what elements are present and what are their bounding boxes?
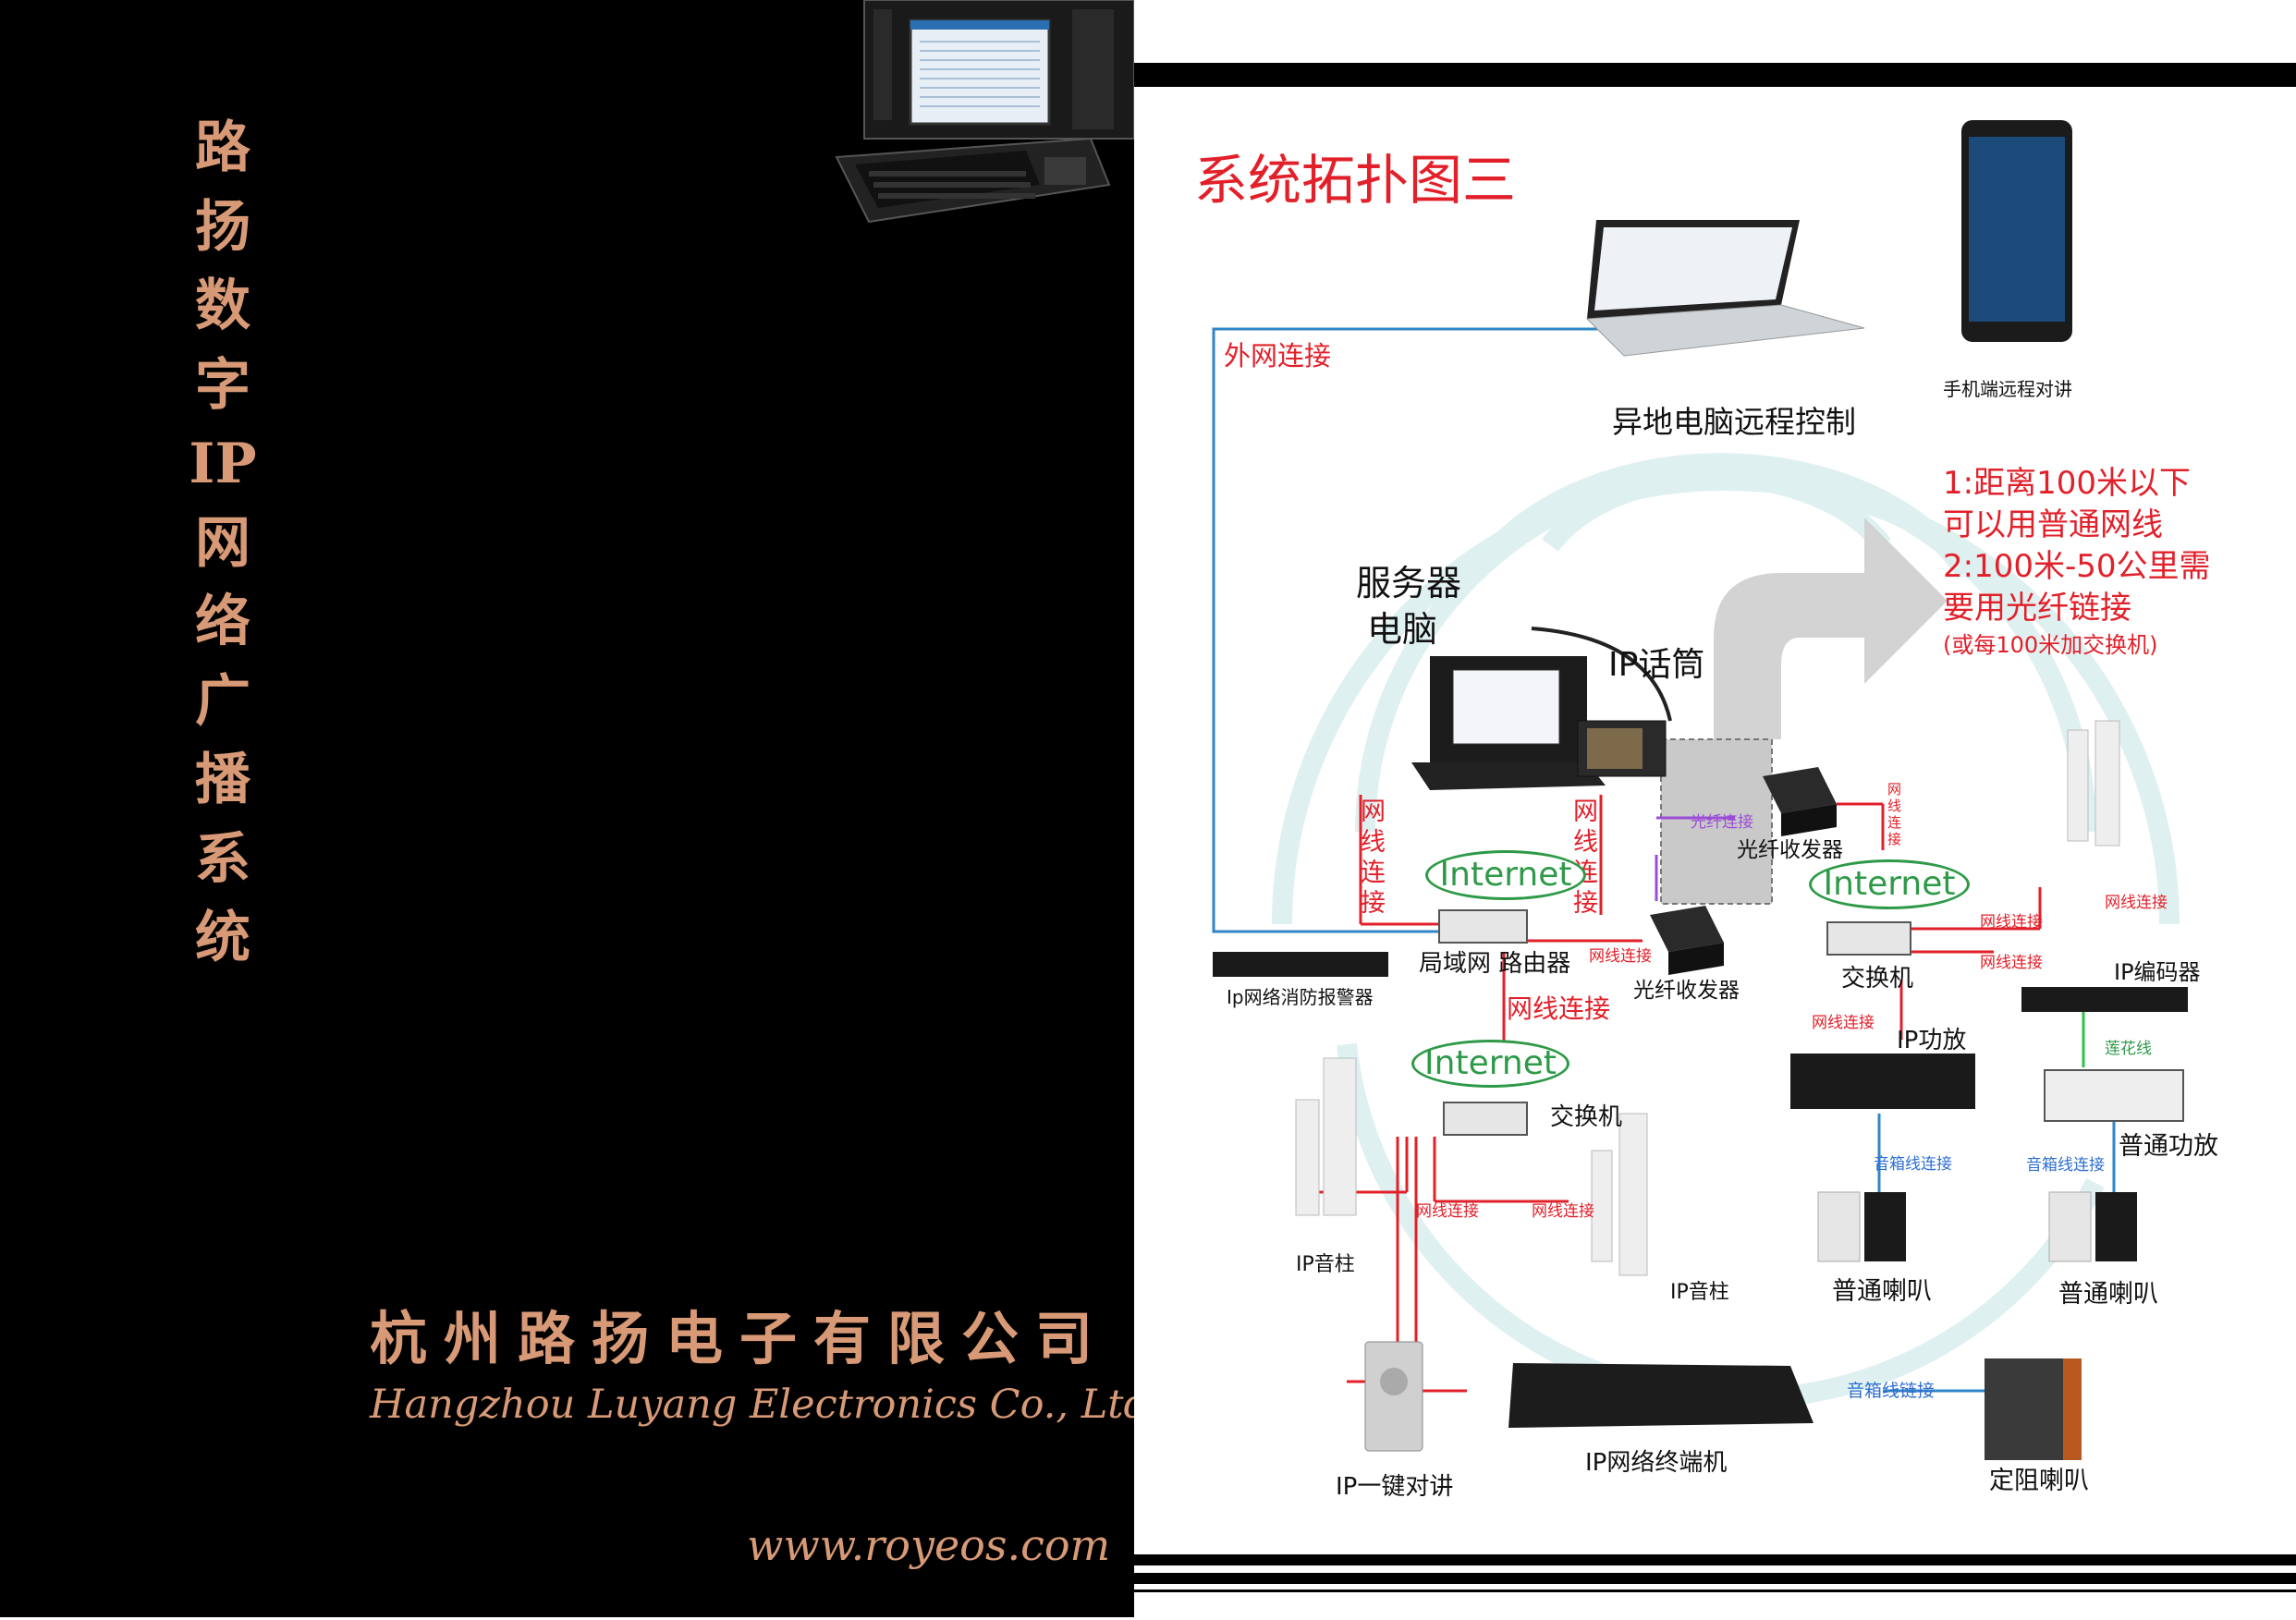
company-name-en: Hangzhou Luyang Electronics Co., Ltd.	[370, 1382, 1162, 1428]
switch-left-label: 交换机	[1550, 1103, 1623, 1131]
net-link-small-5: 网线连接	[1812, 1014, 1875, 1032]
mobile-label: 手机端远程对讲	[1943, 378, 2072, 400]
title-char: IP	[189, 432, 257, 496]
net-link-vertical-1: 网线连接	[1361, 798, 1386, 918]
title-char: 广	[195, 668, 250, 734]
top-bar	[1134, 63, 2296, 87]
ip-column-left-label: IP音柱	[1296, 1253, 1355, 1276]
net-link-small-4: 网线连接	[2105, 894, 2168, 912]
title-char: 播	[195, 748, 250, 812]
topology-graphics	[1212, 120, 2188, 1460]
normal-speaker-label-1: 普通喇叭	[1832, 1277, 1932, 1306]
title-char: 系	[195, 826, 250, 892]
ip-column-right-label: IP音柱	[1670, 1281, 1729, 1304]
title-char: 数	[195, 274, 250, 338]
rca-line-label: 莲花线	[2105, 1040, 2152, 1058]
net-link-small-7: 网线连接	[1532, 1202, 1594, 1221]
note-line-5: (或每100米加交换机)	[1943, 632, 2158, 658]
speaker-line-label-2: 音箱线连接	[2026, 1156, 2105, 1175]
bottom-strip	[1134, 1590, 2296, 1620]
title-char: 统	[195, 906, 250, 970]
title-char: 路	[195, 116, 250, 180]
net-link-vertical-2: 网线连接	[1573, 798, 1598, 918]
net-link-small-2: 网线连接	[1980, 913, 2043, 932]
net-link-main: 网线连接	[1507, 993, 1611, 1024]
vertical-title: 路 扬 数 字 IP 网 络 广 播 系 统	[181, 109, 264, 979]
normal-amp-label: 普通功放	[2119, 1132, 2218, 1161]
note-line-3: 2:100米-50公里需	[1943, 548, 2211, 585]
title-char: 字	[195, 352, 250, 418]
net-link-small-3: 网线连接	[1980, 954, 2043, 972]
ip-intercom-label: IP一键对讲	[1336, 1473, 1454, 1501]
switch-right-label: 交换机	[1841, 965, 1914, 993]
remote-pc-label: 异地电脑远程控制	[1612, 404, 1856, 440]
net-link-small-6: 网线连接	[1416, 1202, 1479, 1221]
note-line-4: 要用光纤链接	[1943, 590, 2131, 627]
company-name-cn: 杭州路扬电子有限公司	[370, 1305, 1110, 1372]
ip-encoder-label: IP编码器	[2114, 959, 2201, 985]
website-link[interactable]: www.royeos.com	[747, 1520, 1111, 1570]
fire-alarm-label: Ip网络消防报警器	[1227, 986, 1374, 1008]
diagram-title: 系统拓扑图三	[1194, 149, 1517, 212]
title-char: 网	[195, 510, 250, 576]
title-char: 扬	[195, 194, 250, 260]
note-line-2: 可以用普通网线	[1943, 506, 2163, 543]
ip-mic-label: IP话筒	[1608, 646, 1705, 684]
ip-terminal-label: IP网络终端机	[1585, 1449, 1728, 1477]
internet-badge-1: Internet	[1425, 850, 1586, 900]
speaker-line-label-1: 音箱线连接	[1874, 1155, 1952, 1174]
internet-badge-2: Internet	[1809, 859, 1970, 909]
cover-panel: 路 扬 数 字 IP 网 络 广 播 系 统 杭州路扬电子有限公司 Hangzh…	[0, 0, 1162, 1617]
speaker-line-label-3: 音箱线链接	[1847, 1381, 1936, 1401]
net-link-small-1: 网线连接	[1589, 947, 1652, 966]
fiber-link-label: 光纤连接	[1691, 813, 1753, 832]
lan-router-label: 局域网 路由器	[1419, 950, 1571, 978]
server-label-1: 服务器	[1356, 563, 1462, 603]
rack-server-image	[835, 0, 1134, 224]
note-line-1: 1:距离100米以下	[1943, 465, 2191, 502]
server-label-2: 电脑	[1367, 609, 1438, 650]
diagram-panel: 系统拓扑图三 1:距离100米以下 可以用普通网线 2:100米-50公里需 要…	[1134, 0, 2296, 1620]
fixed-speaker-label: 定阻喇叭	[1989, 1467, 2089, 1495]
bottom-bar-2	[1134, 1573, 2296, 1584]
internet-badge-3: Internet	[1411, 1040, 1569, 1088]
net-link-vertical-3: 网线连接	[1887, 781, 1902, 847]
fiber-transceiver-bottom-label: 光纤收发器	[1633, 979, 1740, 1003]
normal-speaker-label-2: 普通喇叭	[2058, 1280, 2158, 1309]
ip-amp-label: IP功放	[1897, 1027, 1967, 1054]
bottom-bar-1	[1134, 1554, 2296, 1565]
outer-net-label: 外网连接	[1224, 340, 1332, 372]
title-char: 络	[195, 590, 250, 654]
fiber-transceiver-top-label: 光纤收发器	[1737, 838, 1843, 862]
